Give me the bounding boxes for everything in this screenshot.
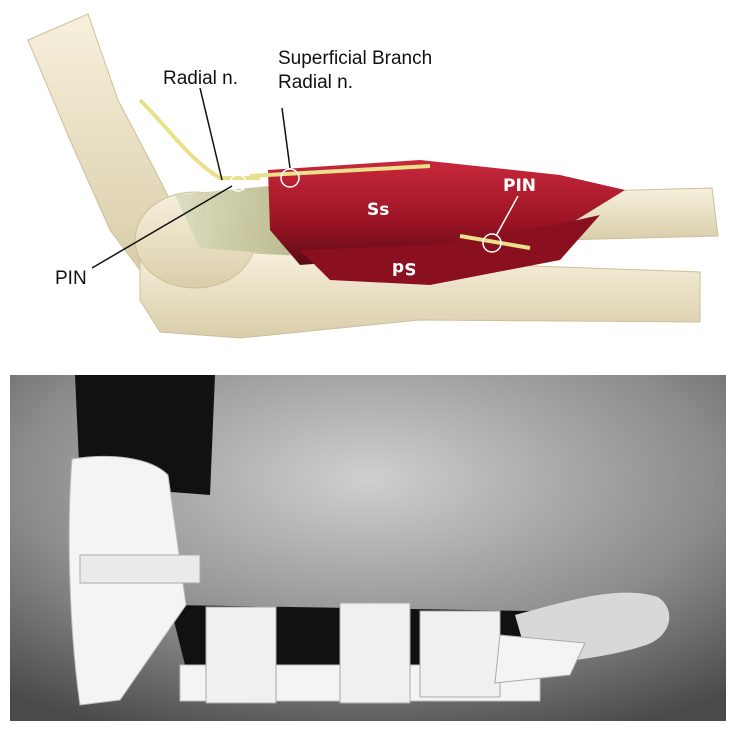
- label-ss: Ss: [367, 200, 390, 220]
- superficial-branch-nerve: [249, 164, 431, 178]
- brace-strap-4: [419, 610, 501, 698]
- brace-strap-2: [205, 606, 277, 704]
- brace-strap-3: [339, 602, 411, 704]
- label-superficial-branch-line1: Superficial Branch: [278, 48, 433, 69]
- supinator-muscle: [268, 160, 625, 265]
- nerve-marker-superficial: [280, 168, 300, 188]
- leader-radial: [199, 87, 223, 181]
- label-pin-right: PIN: [503, 176, 537, 196]
- label-radial-nerve: Radial n.: [163, 68, 238, 89]
- label-superficial-branch-line2: Radial n.: [278, 72, 353, 93]
- brace-wrist-piece: [494, 634, 586, 684]
- nerve-marker-elbow: [229, 174, 247, 192]
- deep-muscle: [300, 215, 600, 285]
- brace-strap-1: [79, 554, 201, 584]
- label-pin-left: PIN: [55, 268, 87, 289]
- radial-nerve: [138, 98, 260, 180]
- leader-pin-right: [495, 195, 519, 237]
- leader-pin-left: [91, 185, 233, 269]
- pin-nerve: [459, 234, 531, 250]
- elbow-brace-photo: [10, 375, 726, 721]
- nerve-marker-pin: [482, 233, 502, 253]
- brace-drawing: [10, 375, 726, 721]
- anatomy-illustration: Radial n. Superficial Branch Radial n. P…: [0, 0, 736, 360]
- leader-superficial: [281, 107, 291, 169]
- label-sd: Sd: [392, 258, 417, 278]
- anatomy-drawing: [27, 13, 719, 339]
